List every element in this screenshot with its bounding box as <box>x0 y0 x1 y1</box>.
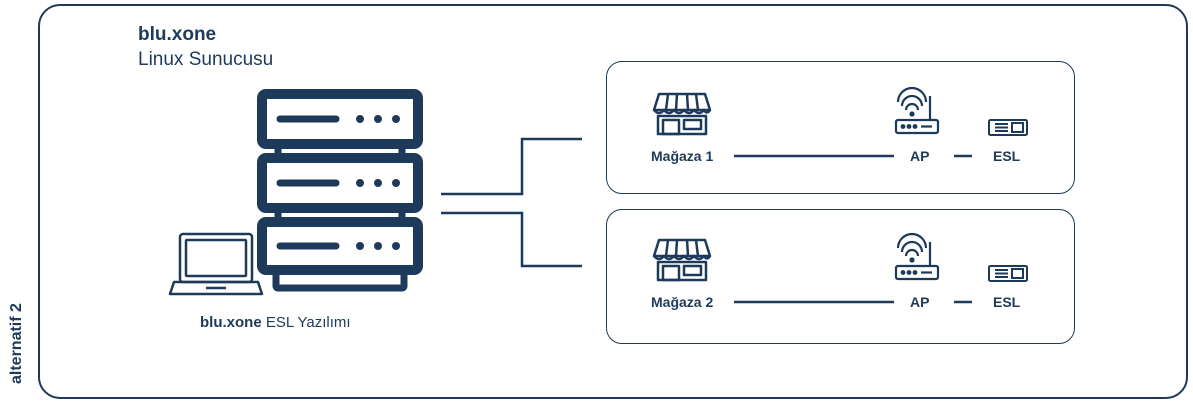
server-connectors <box>441 137 582 268</box>
software-brand: blu.xone <box>200 314 262 331</box>
store-icon <box>652 238 712 282</box>
wifi-router-icon <box>894 232 940 281</box>
diagram-frame <box>38 4 1188 399</box>
esl-label-2: ESL <box>993 294 1021 310</box>
software-name: ESL Yazılımı <box>265 314 351 331</box>
server-subtitle: Linux Sunucusu <box>138 49 274 70</box>
price-tag-icon <box>988 119 1028 136</box>
server-rack-icon <box>257 89 423 292</box>
store-box-1 <box>606 61 1075 194</box>
ap-label-1: AP <box>910 148 930 164</box>
wifi-router-icon <box>894 86 940 135</box>
ap-label-2: AP <box>910 294 930 310</box>
price-tag-icon <box>988 265 1028 282</box>
esl-label-1: ESL <box>993 148 1021 164</box>
store-name-1: Mağaza 1 <box>651 148 714 164</box>
store-name-2: Mağaza 2 <box>651 294 714 310</box>
server-brand: blu.xone <box>138 24 217 45</box>
software-label: blu.xone ESL Yazılımı <box>200 314 351 331</box>
laptop-icon <box>168 232 264 296</box>
store-icon <box>652 92 712 136</box>
store-box-2 <box>606 209 1075 344</box>
